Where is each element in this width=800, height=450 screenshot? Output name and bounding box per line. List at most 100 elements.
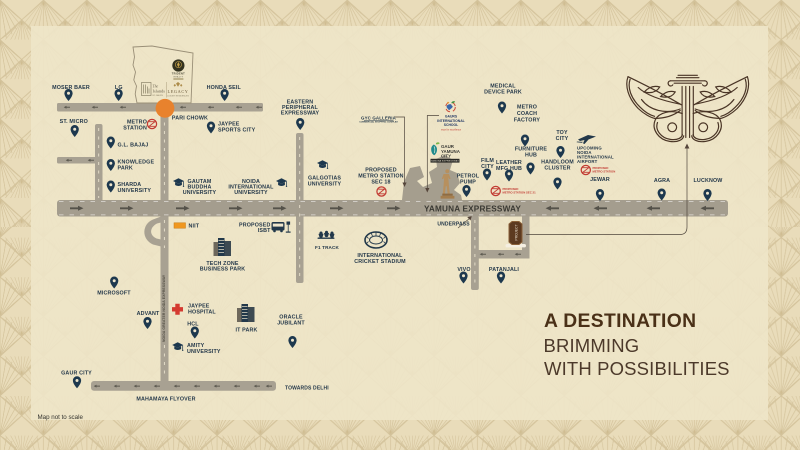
svg-text:HUB: HUB (525, 153, 537, 159)
svg-text:UNIVERSITY: UNIVERSITY (234, 190, 268, 196)
svg-text:VIVO: VIVO (457, 267, 470, 273)
svg-text:excel in excellence: excel in excellence (441, 129, 462, 132)
svg-text:HANDLOOM: HANDLOOM (541, 160, 574, 166)
svg-text:METRO: METRO (517, 105, 537, 111)
svg-text:JAYPEE: JAYPEE (188, 304, 210, 310)
svg-text:LUCKNOW: LUCKNOW (694, 178, 724, 184)
svg-text:GAUR CITY: GAUR CITY (61, 370, 92, 376)
svg-text:AGRA: AGRA (654, 178, 670, 184)
svg-text:PERIPHERAL: PERIPHERAL (282, 105, 319, 111)
svg-text:METRO STATION SEC 21: METRO STATION SEC 21 (503, 191, 537, 195)
svg-text:YAMUNA EXPRESSWAY: YAMUNA EXPRESSWAY (431, 160, 459, 163)
svg-text:UNIVERSITY: UNIVERSITY (308, 182, 342, 188)
svg-text:COMMERCIAL SHOPPING COMPLEX: COMMERCIAL SHOPPING COMPLEX (359, 121, 398, 124)
svg-text:PARI CHOWK: PARI CHOWK (172, 116, 208, 122)
svg-text:UPCOMING: UPCOMING (577, 146, 602, 151)
svg-text:ADVANT: ADVANT (137, 311, 160, 317)
svg-text:PROPOSED: PROPOSED (365, 168, 397, 174)
svg-text:MOSER BAER: MOSER BAER (52, 85, 90, 91)
svg-text:METRO STATION: METRO STATION (593, 170, 616, 174)
svg-text:MICROSOFT: MICROSOFT (97, 290, 131, 296)
svg-text:PROJECT: PROJECT (514, 224, 518, 240)
svg-text:The: The (153, 85, 159, 89)
svg-text:PETROL: PETROL (457, 174, 480, 180)
svg-text:GAURS: GAURS (445, 115, 458, 119)
svg-text:AIRPORT: AIRPORT (577, 159, 598, 164)
svg-text:MEDICAL: MEDICAL (490, 84, 516, 90)
svg-text:MAHAMAYA FLYOVER: MAHAMAYA FLYOVER (136, 397, 195, 403)
svg-text:UNIVERSITY: UNIVERSITY (187, 349, 221, 355)
svg-text:ORACLE: ORACLE (279, 315, 303, 321)
svg-text:JEWAR: JEWAR (590, 177, 610, 183)
svg-text:TRIDENT: TRIDENT (172, 72, 185, 76)
svg-text:GALGOTIAS: GALGOTIAS (308, 176, 341, 182)
svg-text:LG: LG (115, 85, 123, 91)
svg-text:PROPOSED: PROPOSED (239, 223, 271, 229)
svg-text:DEVICE PARK: DEVICE PARK (484, 90, 522, 96)
svg-text:GYC GALLERIA: GYC GALLERIA (361, 115, 397, 120)
svg-text:HCL: HCL (187, 322, 199, 328)
svg-text:UNIVERSITY: UNIVERSITY (118, 188, 152, 194)
svg-text:NOIDA: NOIDA (242, 179, 260, 185)
svg-text:PATANJALI: PATANJALI (489, 267, 520, 273)
svg-text:FILM: FILM (481, 158, 494, 164)
svg-text:EXPRESSWAY: EXPRESSWAY (281, 111, 320, 117)
svg-text:NIIT: NIIT (189, 223, 200, 229)
svg-text:JUBILANT: JUBILANT (277, 321, 305, 327)
svg-text:BUSINESS PARK: BUSINESS PARK (200, 267, 246, 273)
svg-text:HONDA SEIL: HONDA SEIL (207, 85, 242, 91)
svg-text:GAUTAM: GAUTAM (188, 179, 212, 185)
svg-text:BUDDHA: BUDDHA (187, 185, 211, 191)
svg-text:ISBT: ISBT (258, 228, 271, 234)
svg-text:INTERNATIONAL: INTERNATIONAL (228, 185, 274, 191)
svg-text:CITY: CITY (556, 136, 569, 142)
svg-text:SCHOOL: SCHOOL (444, 123, 459, 127)
svg-text:F1 TRACK: F1 TRACK (315, 245, 339, 250)
svg-text:METRO STATION: METRO STATION (358, 174, 403, 180)
svg-text:CLUSTER: CLUSTER (544, 166, 570, 172)
svg-text:INTERNATIONAL: INTERNATIONAL (357, 253, 403, 259)
svg-text:METRO: METRO (127, 120, 147, 126)
svg-text:AMITY: AMITY (187, 343, 205, 349)
svg-text:SHARDA: SHARDA (118, 182, 142, 188)
svg-text:HOSPITAL: HOSPITAL (188, 310, 216, 316)
svg-text:YAMUNA EXPRESSWAY: YAMUNA EXPRESSWAY (424, 205, 521, 214)
svg-text:G.L. BAJAJ: G.L. BAJAJ (118, 143, 149, 149)
svg-text:BY GAURS: BY GAURS (153, 94, 164, 97)
svg-text:MFG HUB: MFG HUB (496, 166, 522, 172)
svg-text:LUXURY RESIDENCES: LUXURY RESIDENCES (167, 95, 189, 97)
svg-text:YAMUNA: YAMUNA (441, 149, 461, 154)
svg-text:TECH ZONE: TECH ZONE (206, 261, 239, 267)
svg-text:TOY: TOY (556, 130, 568, 136)
svg-text:KNOWLEDGE: KNOWLEDGE (118, 160, 155, 166)
svg-text:ST. MICRO: ST. MICRO (60, 119, 88, 125)
svg-text:SEC 18: SEC 18 (371, 180, 390, 186)
svg-text:CRICKET STADIUM: CRICKET STADIUM (354, 259, 406, 265)
svg-text:FURNITURE: FURNITURE (515, 147, 548, 153)
svg-text:CITY: CITY (441, 154, 451, 159)
svg-text:PROPOSED: PROPOSED (503, 187, 519, 191)
svg-text:PROPOSED: PROPOSED (593, 166, 609, 170)
svg-text:NOIDA GREATER NOIDA EXPRESSWAY: NOIDA GREATER NOIDA EXPRESSWAY (162, 274, 166, 342)
svg-text:SPORTS CITY: SPORTS CITY (218, 128, 256, 134)
svg-text:Map not to scale: Map not to scale (38, 414, 84, 421)
svg-text:COACH: COACH (517, 111, 537, 117)
svg-text:PUMP: PUMP (460, 180, 476, 186)
svg-text:PARK: PARK (118, 166, 133, 172)
svg-text:STATION: STATION (123, 126, 147, 132)
svg-text:TOWARDS DELHI: TOWARDS DELHI (285, 385, 329, 391)
svg-text:JAYPEE: JAYPEE (218, 122, 240, 128)
svg-text:LEGACY: LEGACY (167, 89, 188, 94)
svg-text:R E A L T Y: R E A L T Y (174, 75, 184, 78)
svg-text:INTERNATIONAL: INTERNATIONAL (577, 155, 614, 160)
svg-text:IT PARK: IT PARK (235, 328, 257, 334)
svg-text:CITY: CITY (481, 164, 494, 170)
svg-text:Islands: Islands (153, 88, 166, 93)
svg-text:UNIVERSITY: UNIVERSITY (183, 190, 217, 196)
svg-text:LEATHER: LEATHER (496, 160, 522, 166)
svg-text:FACTORY: FACTORY (514, 118, 541, 124)
svg-text:EASTERN: EASTERN (287, 100, 314, 106)
svg-text:GAUR: GAUR (441, 144, 455, 149)
svg-text:NOIDA: NOIDA (577, 150, 592, 155)
svg-text:UNDERPASS: UNDERPASS (437, 222, 470, 228)
